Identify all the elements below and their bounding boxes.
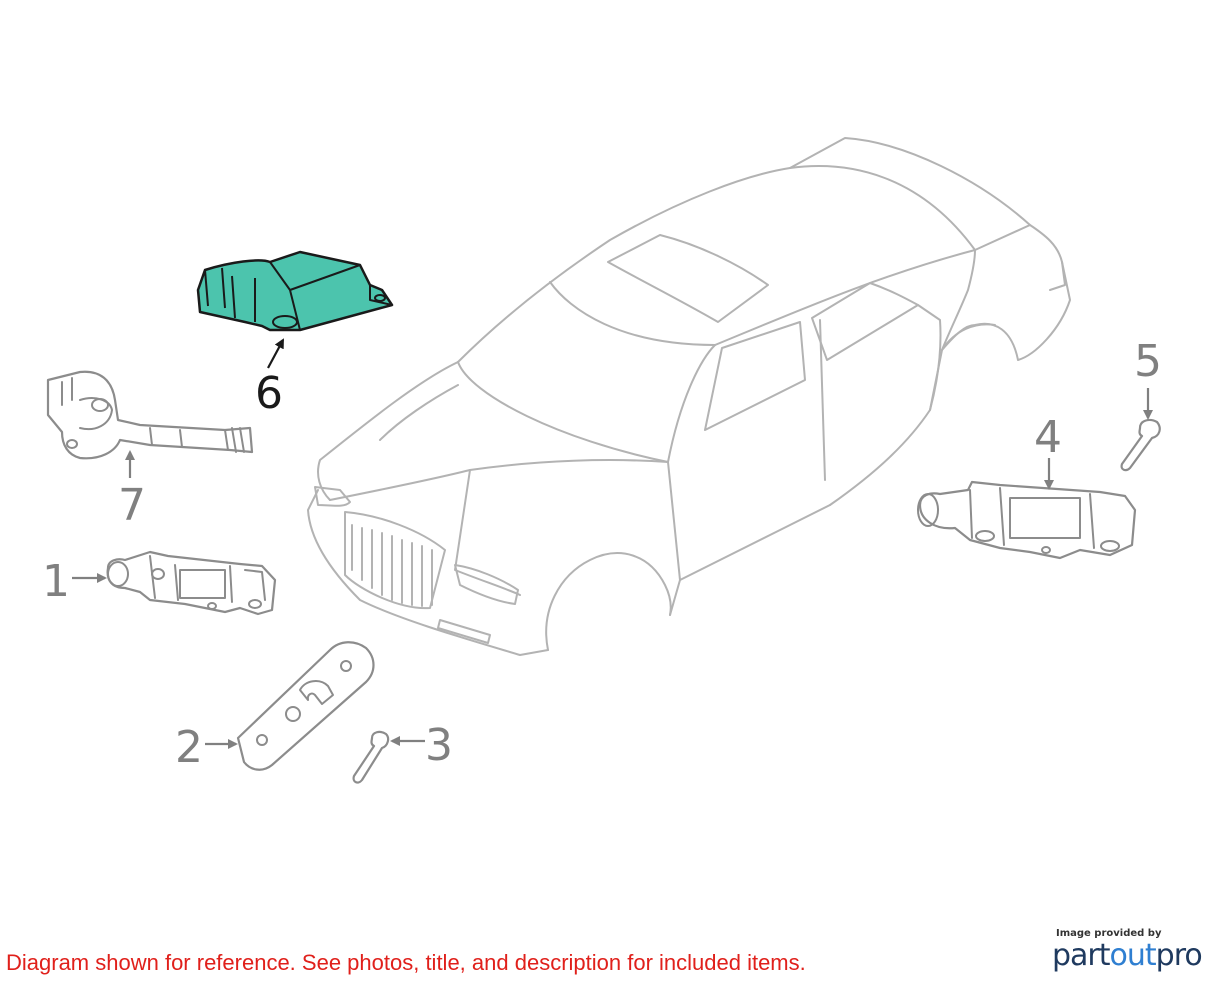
brand-wordmark-part: part [1052,938,1111,973]
callout-7: 7 [118,480,146,531]
callout-6: 6 [255,368,283,419]
brand-caption: Image provided by [1056,928,1162,939]
callout-labels: 6 7 1 2 3 4 5 [42,336,1162,773]
brand-wordmark-out: out [1109,938,1157,973]
callout-3: 3 [425,720,453,771]
part-1-impact-sensor[interactable] [106,550,277,616]
part-4-impact-sensor[interactable] [917,480,1137,560]
callout-4: 4 [1034,412,1062,463]
leader-lines [72,338,1153,749]
callout-2: 2 [175,722,203,773]
callout-5: 5 [1134,336,1162,387]
brand-wordmark-pro: pro [1155,938,1203,973]
disclaimer-text: Diagram shown for reference. See photos,… [6,950,806,975]
part-3-bolt[interactable] [352,730,390,784]
car-body-outline [307,137,1071,656]
callout-1: 1 [42,556,70,607]
part-2-bracket[interactable] [236,641,375,771]
part-5-bolt[interactable] [1120,418,1161,472]
part-6-airbag-control-module[interactable] [196,250,394,332]
leader-6 [267,338,284,369]
brand-wordmark: partoutpro [1052,939,1212,973]
brand-logo: Image provided by partoutpro [1052,928,1212,973]
part-7-clockspring[interactable] [46,370,254,460]
